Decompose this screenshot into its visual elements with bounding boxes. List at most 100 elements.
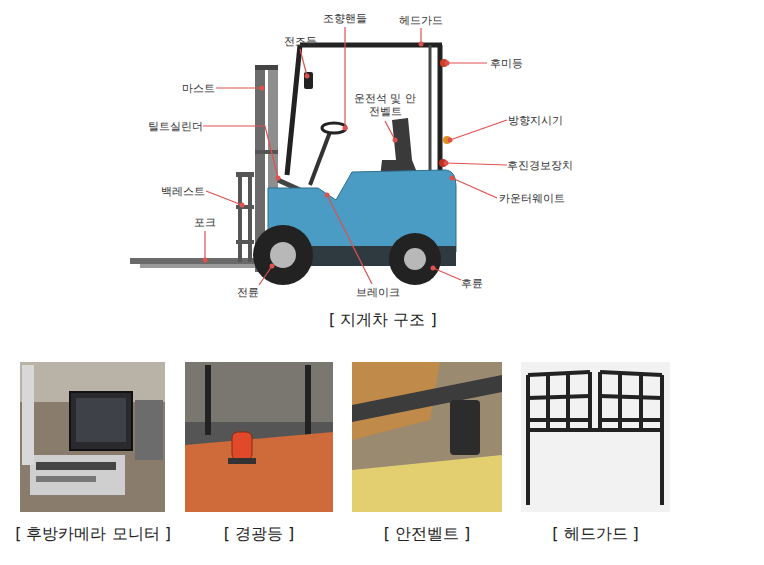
leader-lines (216, 87, 262, 88)
photo-headguard (566, 374, 570, 430)
forklift-drawing (270, 242, 296, 268)
leader-dots (276, 176, 281, 181)
photo-seatbelt (450, 400, 480, 455)
forklift-drawing (236, 172, 254, 177)
photo-beacon (185, 432, 333, 512)
photo-headguard (528, 372, 662, 505)
part-label: 틸트실린더 (148, 120, 203, 133)
forklift-drawing (310, 132, 330, 185)
leader-dots (260, 86, 265, 91)
part-label: 마스트 (182, 82, 215, 95)
leader-lines (385, 121, 395, 140)
leader-lines (206, 191, 242, 205)
forklift-drawing (380, 118, 418, 178)
leader-lines (327, 195, 372, 284)
part-label: 운전석 및 안전벨트 (354, 92, 416, 118)
photo-monitor (76, 398, 126, 442)
photo-headguard (618, 373, 622, 430)
photo-monitor (36, 476, 96, 482)
photo-monitor (22, 365, 34, 465)
photo-monitor (36, 462, 116, 470)
leader-lines (433, 268, 461, 280)
part-label: 포크 (194, 216, 216, 229)
leader-lines (344, 27, 345, 128)
forklift-drawing (248, 172, 252, 262)
part-label: 후미등 (490, 57, 523, 70)
photo-panel: [ 경광등 ] (185, 362, 333, 543)
part-label: 후진경보장치 (507, 159, 573, 172)
photo-beacon (185, 362, 333, 512)
photo-caption: [ 경광등 ] (224, 524, 295, 543)
photo-monitor (30, 455, 125, 495)
part-label: 백레스트 (161, 185, 205, 198)
forklift-drawing (253, 225, 313, 285)
leader-lines (204, 231, 205, 260)
photo-panel: [ 헤드가드 ] (521, 362, 670, 543)
forklift-drawing (404, 248, 426, 270)
photo-seatbelt (352, 455, 502, 512)
leader-dots (203, 42, 455, 271)
photo-beacon (205, 365, 211, 435)
photo-headguard (528, 372, 590, 375)
leader-lines (300, 49, 307, 76)
leader-dots (305, 74, 310, 79)
forklift-drawing (304, 72, 313, 89)
part-label: 조향핸들 (323, 12, 367, 25)
leader-dots (203, 258, 208, 263)
photo-headguard (660, 375, 664, 505)
photo-monitor (20, 362, 165, 512)
photo-panel: [ 안전벨트 ] (352, 362, 502, 543)
forklift-drawing (140, 264, 258, 268)
leader-lines (259, 266, 272, 285)
photo-headguard (521, 362, 670, 512)
forklift-drawing (389, 233, 441, 285)
photo-seatbelt (352, 362, 502, 512)
photo-headguard (600, 372, 662, 375)
forklift-drawing (300, 43, 442, 48)
photo-beacon (228, 458, 256, 464)
leader-dots (445, 61, 450, 66)
forklift-drawing (287, 45, 300, 175)
photo-headguard (600, 418, 662, 422)
leader-dots (393, 138, 398, 143)
photo-headguard (526, 375, 530, 505)
photo-panel: [ 후방카메라 모니터 ] (11, 362, 175, 543)
forklift-drawing (238, 172, 242, 262)
photo-beacon (232, 432, 252, 460)
part-label: 방향지시기 (508, 114, 563, 127)
photo-headguard (521, 362, 670, 512)
leader-dots (448, 138, 453, 143)
photo-beacon (305, 365, 311, 435)
leader-dots (431, 266, 436, 271)
part-label: 카운터웨이트 (499, 192, 565, 205)
leader-lines (447, 62, 487, 63)
forklift-drawing (130, 45, 456, 285)
forklift-drawing (255, 65, 278, 70)
forklift-drawing (236, 240, 254, 244)
leader-lines (450, 120, 507, 140)
leader-lines (446, 163, 507, 165)
leader-lines (452, 178, 497, 198)
photo-headguard (528, 396, 590, 398)
figure-caption: [ 지게차 구조 ] (329, 310, 437, 331)
part-label: 전륜 (237, 286, 259, 299)
leader-dots (419, 42, 424, 47)
part-label: 헤드가드 (399, 14, 443, 27)
leader-dots (240, 203, 245, 208)
photo-headguard (546, 375, 550, 430)
photo-monitor (70, 392, 132, 450)
part-label: 브레이크 (356, 286, 400, 299)
photo-beacon (185, 362, 333, 512)
leader-dots (450, 176, 455, 181)
leader-dots (343, 126, 348, 131)
part-label: 후륜 (461, 277, 483, 290)
leader-lines (203, 27, 507, 285)
photo-seatbelt (352, 362, 502, 512)
photo-caption: [ 안전벨트 ] (384, 524, 471, 543)
part-label: 전조등 (284, 35, 317, 48)
leader-dots (270, 264, 275, 269)
leader-dots (444, 161, 449, 166)
